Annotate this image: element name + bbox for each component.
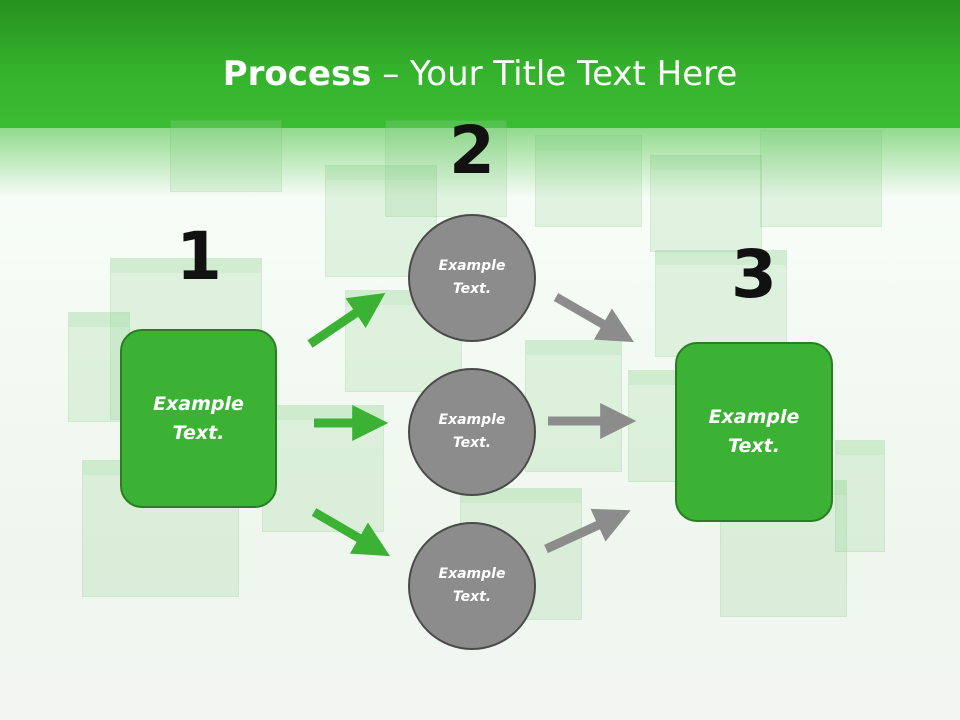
slide-title: Process – Your Title Text Here xyxy=(0,52,960,96)
title-bold: Process xyxy=(222,54,372,94)
step-2-circle-bottom: Example Text. xyxy=(408,522,536,650)
step-2-number: 2 xyxy=(449,112,495,189)
step-1-number: 1 xyxy=(176,218,222,295)
step-3-number: 3 xyxy=(731,236,777,313)
arrow-circle1-to-step3 xyxy=(553,293,635,343)
step-1-box: Example Text. xyxy=(120,329,277,508)
arrow-step1-to-circle1 xyxy=(307,292,386,348)
step-3-box: Example Text. xyxy=(675,342,833,522)
step-3-text: Example Text. xyxy=(708,406,800,457)
title-rest: – Your Title Text Here xyxy=(371,54,738,94)
circle-middle-text: Example Text. xyxy=(438,412,506,451)
step-2-circle-middle: Example Text. xyxy=(408,368,536,496)
banner-fade xyxy=(0,128,960,198)
step-1-text: Example Text. xyxy=(153,392,244,444)
arrow-circle3-to-step3 xyxy=(544,508,631,554)
circle-top-text: Example Text. xyxy=(438,258,506,297)
arrow-step1-to-circle3 xyxy=(311,508,391,557)
title-banner xyxy=(0,0,960,128)
circle-bottom-text: Example Text. xyxy=(438,566,506,605)
step-2-circle-top: Example Text. xyxy=(408,214,536,342)
